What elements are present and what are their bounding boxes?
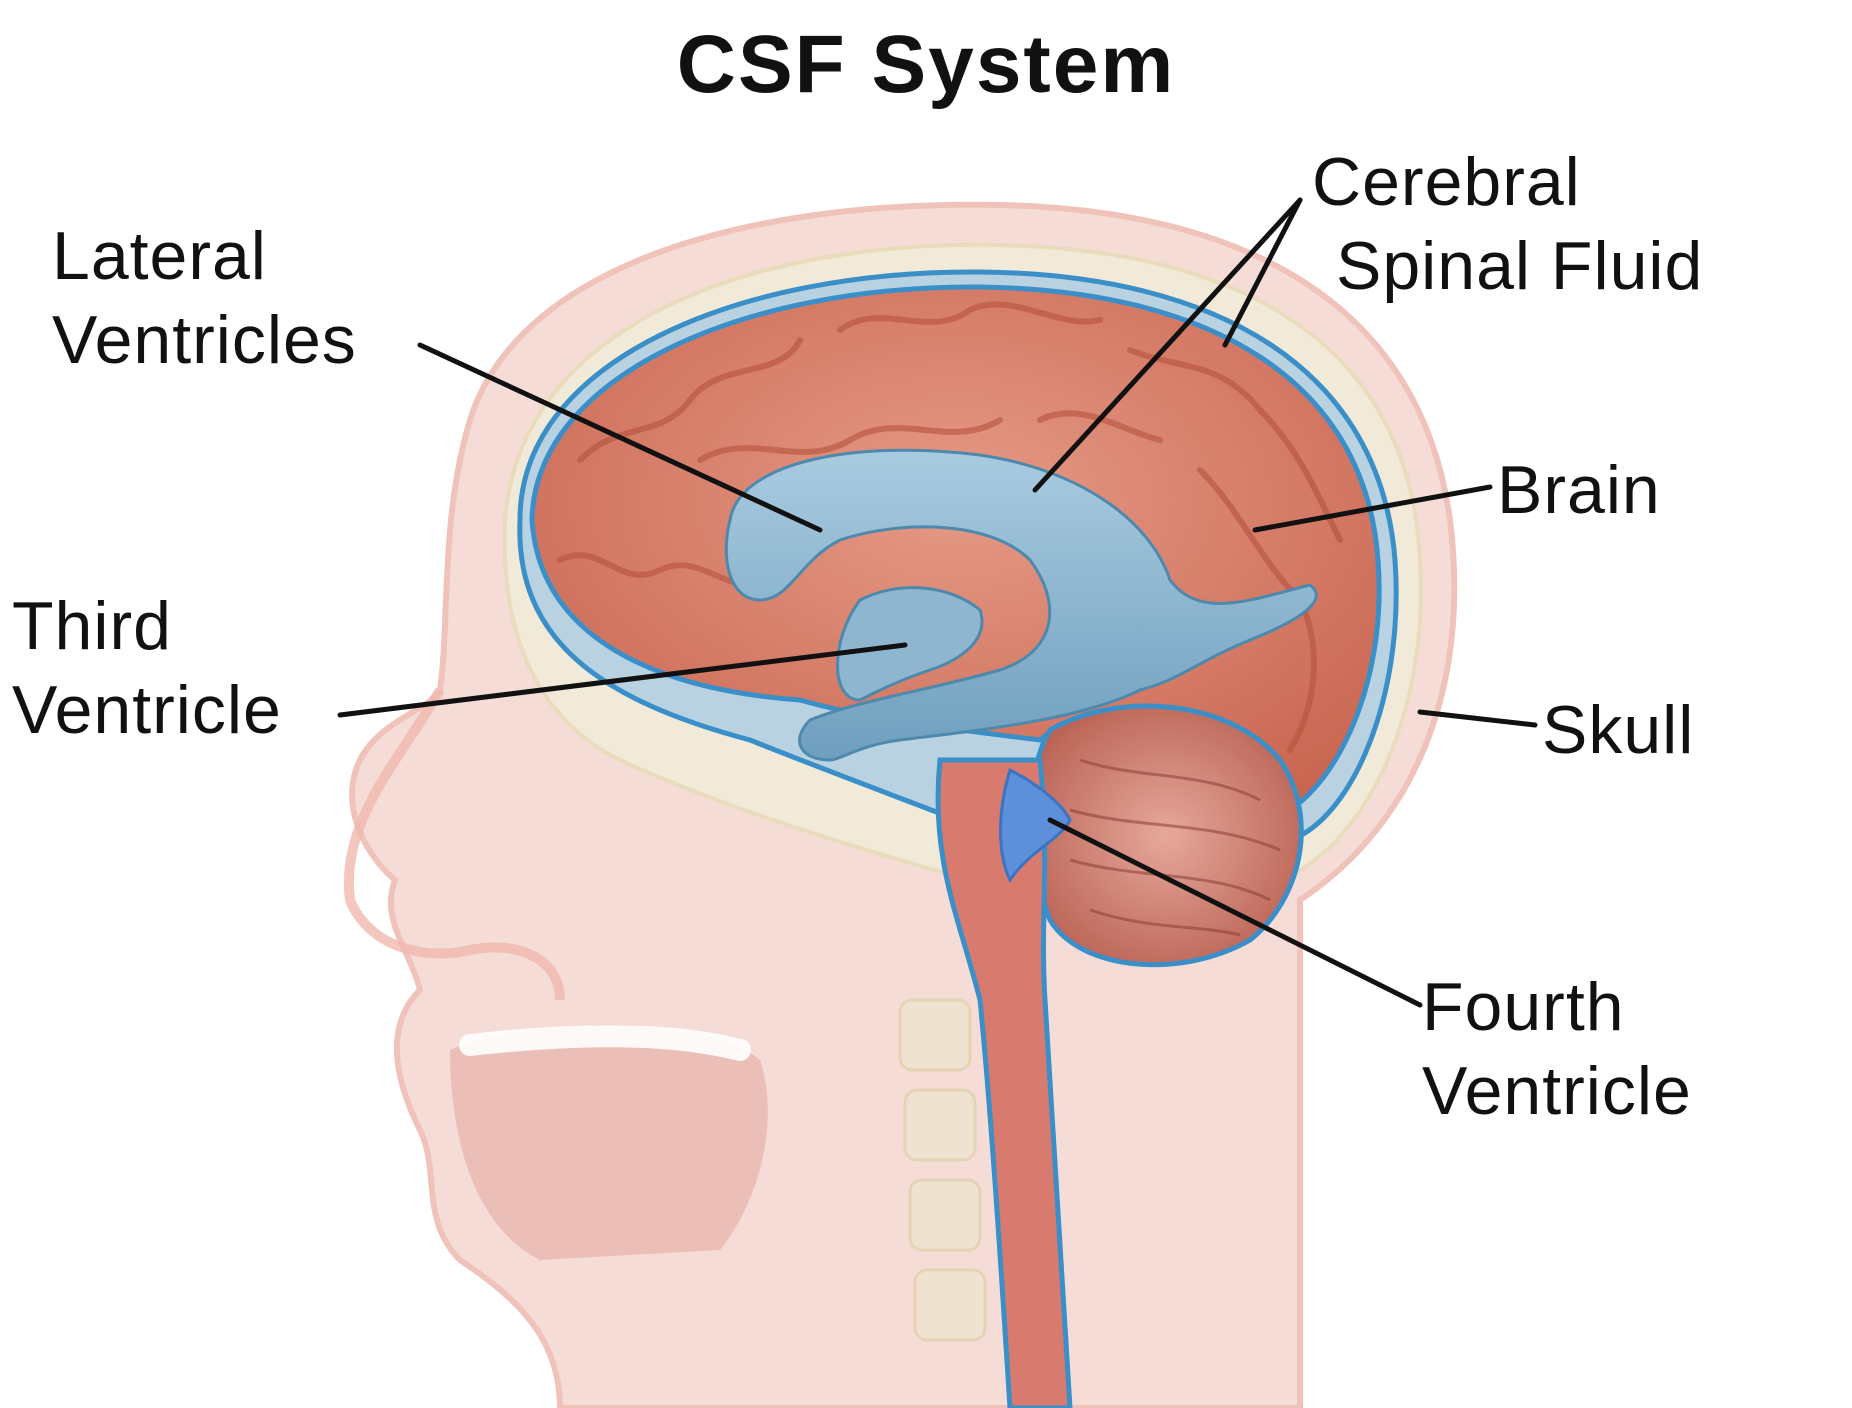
lateral-ventricle-shape [724, 448, 1318, 762]
leader-lateral-ventricles [417, 342, 823, 533]
leader-fourth-ventricle [1047, 817, 1423, 1008]
label-skull: Skull [1542, 688, 1694, 772]
fourth-ventricle-shape [999, 767, 1072, 883]
label-skull-line1: Skull [1542, 692, 1695, 768]
face-ghost [343, 687, 565, 1001]
diagram-title: CSF System [676, 19, 1176, 110]
label-third-ventricle: Third Ventricle [12, 584, 282, 752]
leader-csf-2 [1222, 197, 1303, 348]
brain-cerebrum [529, 284, 1382, 823]
label-fourth-ventricle: Fourth Ventricle [1422, 965, 1692, 1133]
leader-brain [1252, 484, 1493, 533]
leader-lines [337, 197, 1538, 1008]
label-third-ventricle-line1: Third [12, 588, 172, 664]
third-ventricle-shape [836, 586, 984, 702]
cerebellum-folia [1069, 758, 1281, 937]
label-third-ventricle-line2: Ventricle [12, 672, 282, 748]
label-csf-line1: Cerebral [1312, 144, 1581, 220]
teeth-ghost [459, 1025, 751, 1061]
vertebrae-ghost [898, 998, 987, 1342]
label-fourth-ventricle-line2: Ventricle [1422, 1053, 1692, 1129]
label-brain-line1: Brain [1497, 452, 1661, 528]
label-cerebral-spinal-fluid: Cerebral Spinal Fluid [1312, 140, 1703, 308]
leader-third-ventricle [337, 642, 908, 718]
label-lateral-ventricles: Lateral Ventricles [52, 214, 357, 382]
spinal-cord [935, 757, 1073, 1408]
label-fourth-ventricle-line1: Fourth [1422, 969, 1625, 1045]
label-lateral-ventricles-line2: Ventricles [52, 302, 357, 378]
label-csf-line2: Spinal Fluid [1336, 228, 1704, 304]
leader-skull [1417, 709, 1538, 728]
label-lateral-ventricles-line1: Lateral [52, 218, 267, 294]
label-brain: Brain [1497, 448, 1661, 532]
mouth-ghost [450, 1025, 768, 1260]
leader-csf-1 [1032, 197, 1303, 493]
